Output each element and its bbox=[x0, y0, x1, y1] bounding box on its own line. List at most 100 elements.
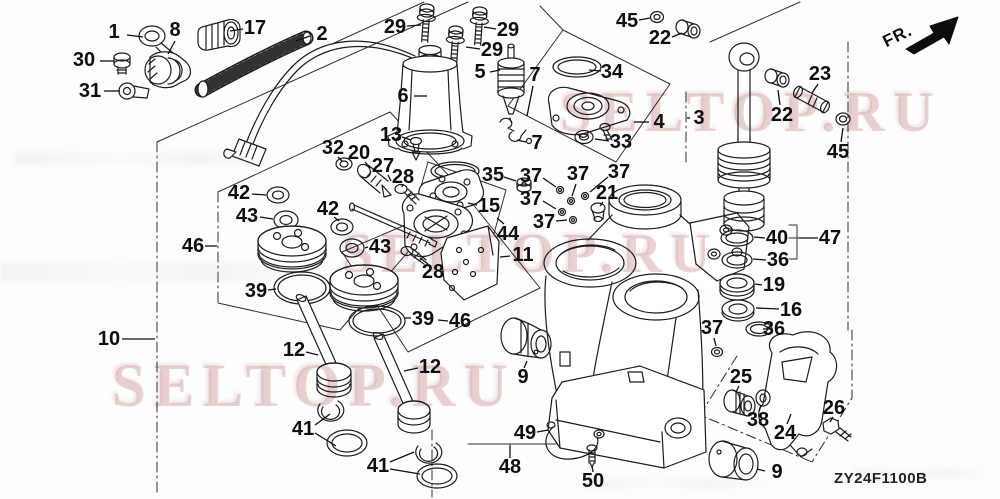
callout-44: 44 bbox=[496, 223, 520, 245]
callout-17: 17 bbox=[243, 17, 267, 39]
callout-34: 34 bbox=[600, 61, 624, 83]
part-12-rod-a bbox=[295, 293, 352, 398]
callout-12: 12 bbox=[282, 339, 306, 361]
callout-3: 3 bbox=[693, 107, 705, 129]
part-piston-b bbox=[329, 264, 399, 312]
part-32-seal bbox=[335, 157, 353, 171]
part-12-rod-b bbox=[372, 331, 431, 434]
part-22-bushing-b bbox=[764, 68, 790, 88]
part-45-ring-b bbox=[835, 112, 851, 126]
part-11-bracket bbox=[440, 225, 500, 301]
callout-36: 36 bbox=[766, 249, 790, 271]
part-41-seals-b bbox=[415, 442, 458, 489]
part-21-plug bbox=[590, 202, 606, 223]
part-33-nut bbox=[574, 122, 613, 145]
callout-46: 46 bbox=[181, 235, 205, 257]
part-29-screw-a bbox=[416, 3, 436, 43]
diagram-part-code: ZY24F1100B bbox=[834, 470, 928, 487]
part-25-bushing bbox=[723, 389, 756, 417]
part-38-washer bbox=[755, 389, 771, 407]
callout-29: 29 bbox=[480, 39, 504, 61]
callout-25: 25 bbox=[729, 366, 753, 388]
part-28-screw-b bbox=[400, 245, 427, 265]
callout-29: 29 bbox=[496, 19, 520, 41]
callout-21: 21 bbox=[595, 182, 619, 204]
callout-49: 49 bbox=[513, 422, 537, 444]
callout-2: 2 bbox=[316, 23, 328, 45]
part-4-pump-cover bbox=[547, 86, 631, 136]
part-19-ring bbox=[719, 273, 755, 301]
part-40-ring bbox=[720, 229, 754, 247]
callout-33: 33 bbox=[609, 131, 633, 153]
callout-9: 9 bbox=[771, 461, 783, 483]
part-36-ring-a bbox=[721, 251, 753, 269]
callout-10: 10 bbox=[97, 328, 121, 350]
part-37-beads bbox=[555, 185, 590, 225]
callout-8: 8 bbox=[169, 19, 181, 41]
callout-4: 4 bbox=[653, 111, 665, 133]
part-17-collar bbox=[197, 18, 241, 51]
callout-15: 15 bbox=[477, 195, 501, 217]
callout-39: 39 bbox=[244, 280, 268, 302]
callout-7: 7 bbox=[529, 64, 541, 86]
background-smudge bbox=[585, 478, 765, 488]
background-smudge bbox=[15, 152, 275, 165]
background-smudge bbox=[855, 468, 985, 479]
callout-37: 37 bbox=[519, 165, 543, 187]
callout-37: 37 bbox=[607, 161, 631, 183]
part-37-nut bbox=[710, 346, 724, 358]
part-39-oring-b bbox=[348, 305, 406, 337]
callout-40: 40 bbox=[765, 227, 789, 249]
callout-19: 19 bbox=[762, 274, 786, 296]
part-43-seal-b bbox=[339, 238, 365, 258]
part-8-grommet bbox=[144, 51, 192, 89]
part-29-screw-c bbox=[469, 6, 489, 46]
callout-42: 42 bbox=[316, 198, 340, 220]
watermark: SELTOP.RU bbox=[342, 223, 719, 285]
callout-42: 42 bbox=[227, 182, 251, 204]
part-42-seal-b bbox=[330, 218, 354, 236]
callout-43: 43 bbox=[368, 236, 392, 258]
callout-46: 46 bbox=[448, 310, 472, 332]
part-13-valve bbox=[409, 136, 423, 161]
callout-9: 9 bbox=[517, 366, 529, 388]
callout-48: 48 bbox=[498, 456, 522, 478]
background-smudge bbox=[0, 262, 300, 282]
part-6-motor bbox=[387, 44, 473, 155]
callout-20: 20 bbox=[347, 142, 371, 164]
callout-11: 11 bbox=[512, 244, 534, 266]
callout-12: 12 bbox=[418, 356, 442, 378]
callout-31: 31 bbox=[78, 80, 102, 102]
callout-28: 28 bbox=[421, 261, 445, 283]
part-9-bushing-bottom bbox=[708, 440, 759, 481]
part-35-plug bbox=[516, 177, 532, 193]
callout-35: 35 bbox=[481, 164, 505, 186]
callout-45: 45 bbox=[615, 10, 639, 32]
callout-38: 38 bbox=[746, 409, 770, 431]
callout-7: 7 bbox=[531, 132, 543, 154]
part-16-ring bbox=[721, 299, 755, 322]
part-piston-a bbox=[257, 225, 327, 273]
callout-23: 23 bbox=[808, 63, 832, 85]
callout-26: 26 bbox=[822, 397, 846, 419]
part-housing bbox=[543, 184, 750, 469]
callout-1: 1 bbox=[108, 21, 120, 43]
callout-41: 41 bbox=[366, 455, 390, 477]
callout-22: 22 bbox=[648, 27, 672, 49]
callout-32: 32 bbox=[321, 137, 345, 159]
part-2-cable bbox=[223, 40, 420, 167]
part-24-cover bbox=[758, 331, 838, 458]
watermark: SELTOP.RU bbox=[112, 353, 516, 420]
callout-47: 47 bbox=[818, 227, 842, 249]
callout-24: 24 bbox=[773, 422, 797, 444]
part-29-screw-b bbox=[445, 25, 465, 65]
part-23-pin bbox=[792, 85, 831, 114]
callout-22: 22 bbox=[770, 104, 794, 126]
watermark: SELTOP.RU bbox=[560, 81, 942, 144]
callout-37: 37 bbox=[532, 211, 556, 233]
part-22-bushing-a bbox=[675, 19, 701, 39]
part-9-bushing-mid bbox=[500, 317, 552, 359]
callout-28: 28 bbox=[391, 166, 415, 188]
callout-16: 16 bbox=[779, 299, 803, 321]
